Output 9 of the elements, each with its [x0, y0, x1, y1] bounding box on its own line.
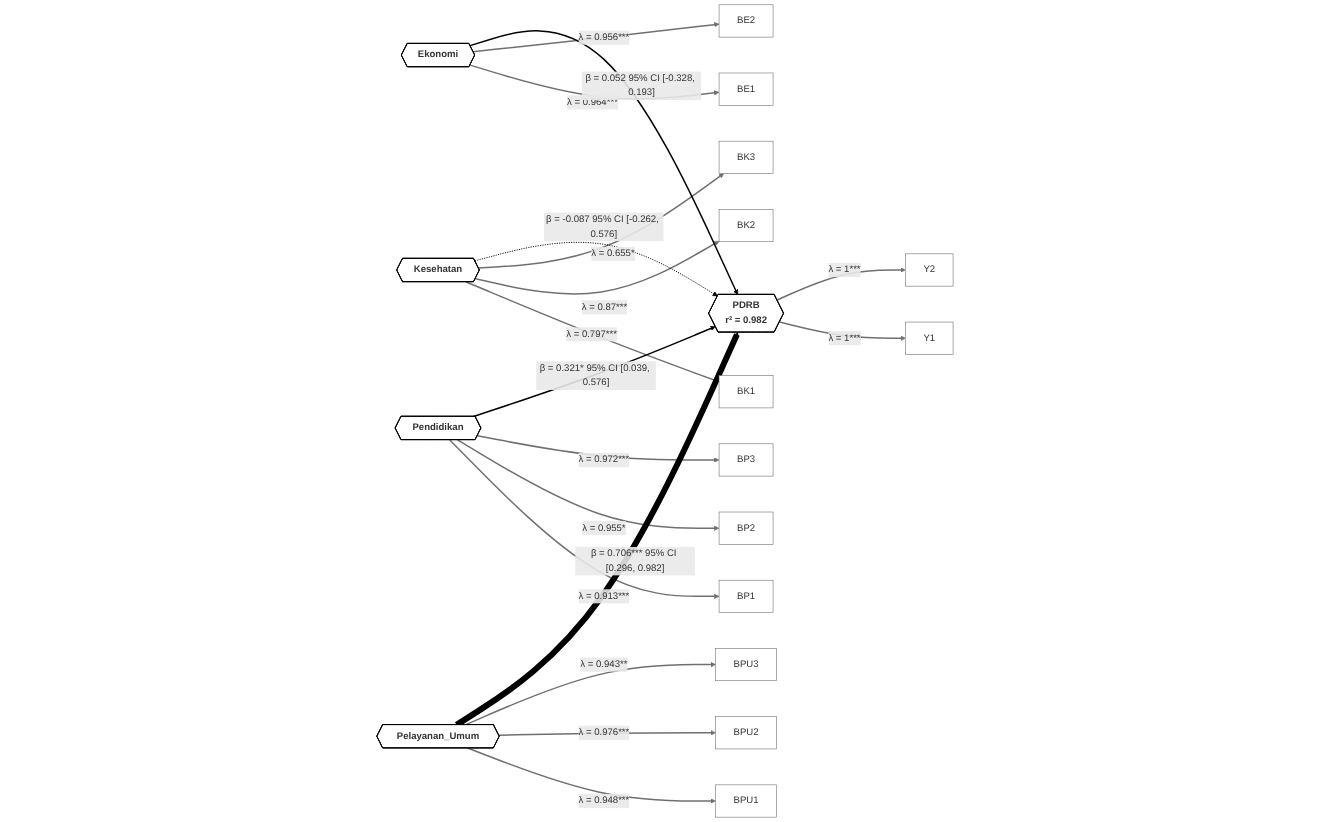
arrow	[471, 22, 719, 53]
arrow	[454, 332, 739, 728]
arrow	[466, 747, 715, 804]
arrow	[463, 662, 715, 726]
arrow	[455, 439, 719, 531]
arrow	[777, 321, 905, 341]
arrow	[775, 267, 905, 301]
arrow	[471, 325, 715, 418]
arrow	[464, 281, 719, 383]
